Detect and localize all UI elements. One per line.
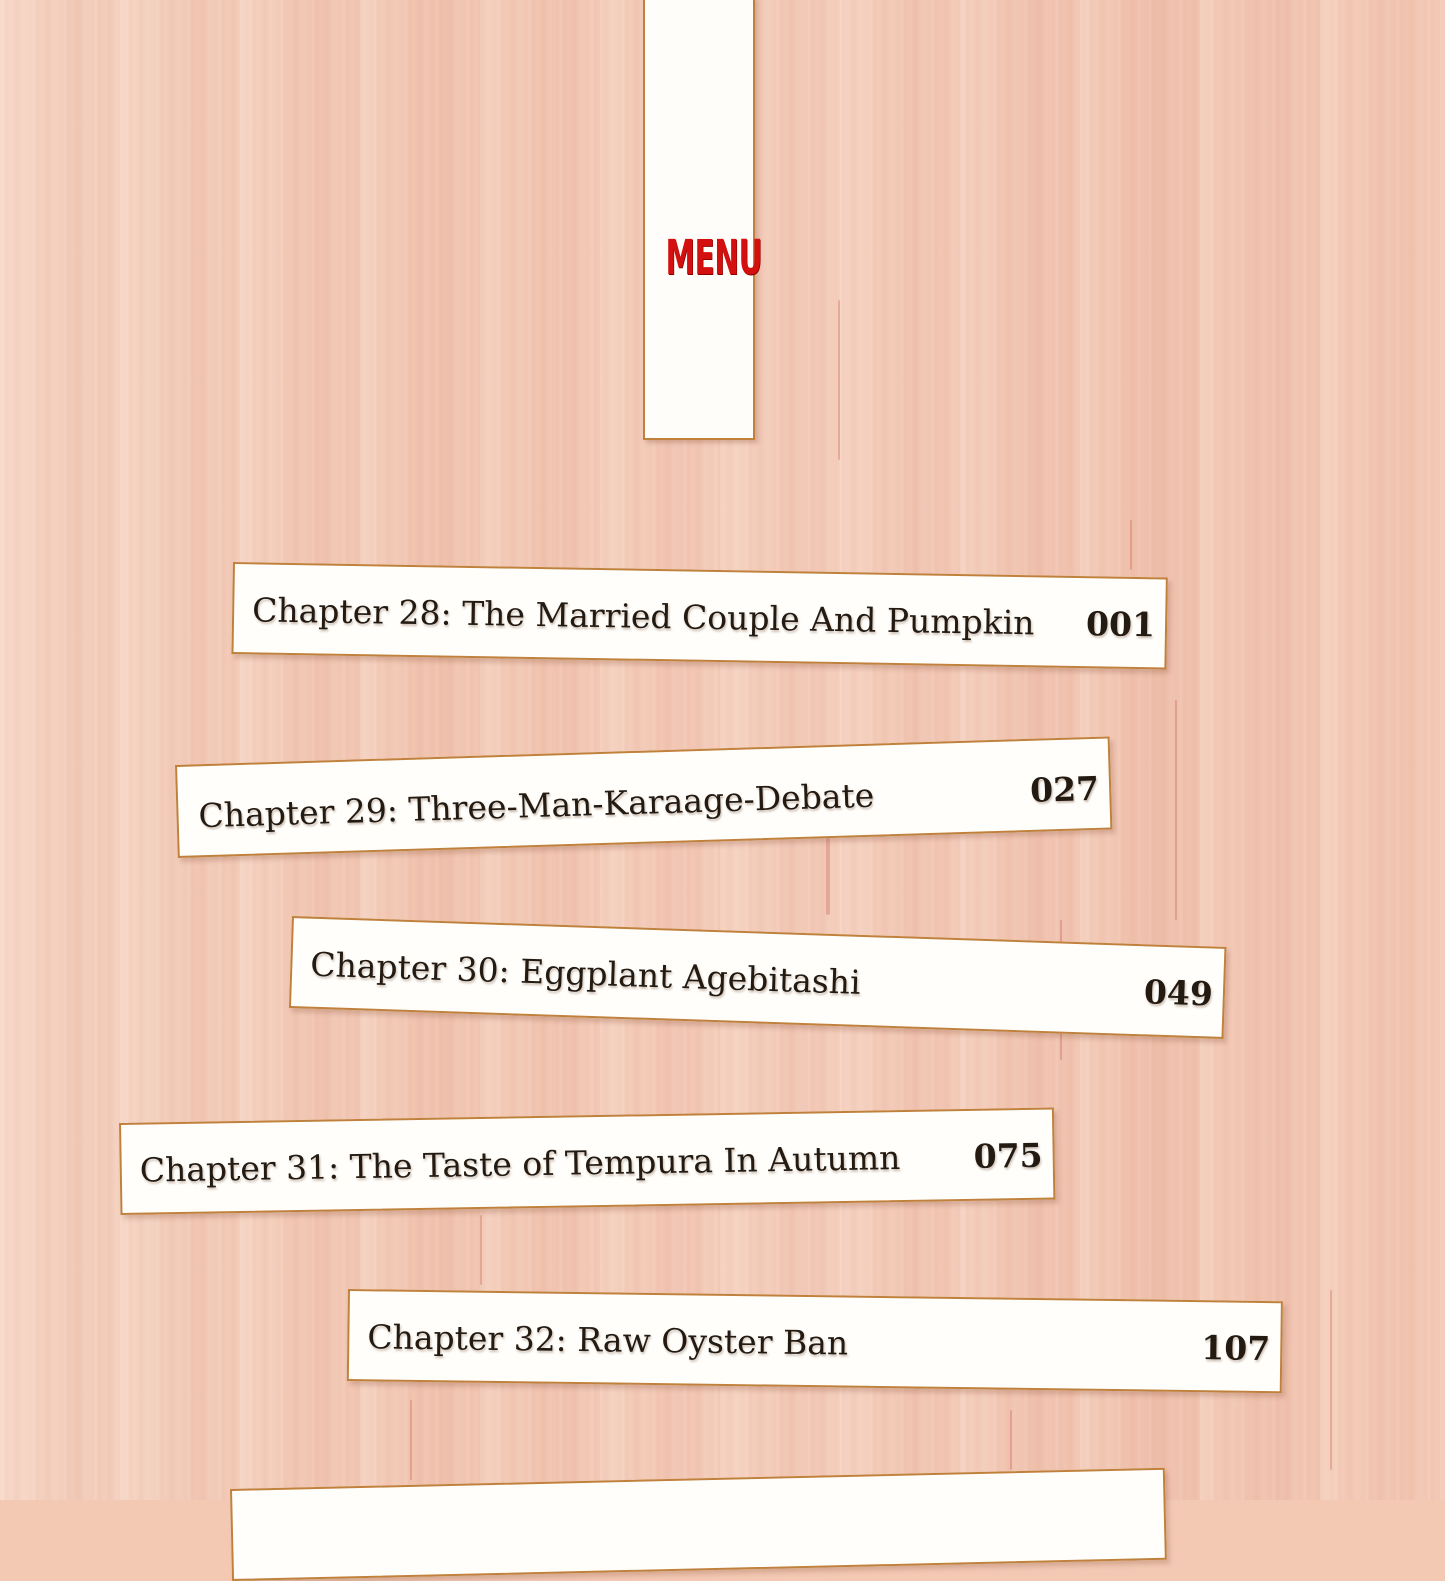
chapter-page-number: 075 bbox=[973, 1135, 1043, 1176]
menu-title: MENU bbox=[665, 230, 763, 286]
chapter-page-number: 001 bbox=[1085, 604, 1156, 645]
wood-grain-streak bbox=[480, 1215, 482, 1285]
chapter-page-number: 027 bbox=[1029, 768, 1100, 810]
chapter-title: Chapter 28: The Married Couple And Pumpk… bbox=[251, 590, 1035, 643]
chapter-entry-32[interactable]: Chapter 32: Raw Oyster Ban 107 bbox=[346, 1289, 1283, 1394]
chapter-entry-31[interactable]: Chapter 31: The Taste of Tempura In Autu… bbox=[119, 1107, 1056, 1215]
wood-grain-streak bbox=[1175, 700, 1177, 920]
chapter-title: Chapter 30: Eggplant Agebitashi bbox=[309, 944, 862, 1002]
wood-grain-streak bbox=[838, 300, 840, 460]
chapter-page-number: 049 bbox=[1143, 972, 1214, 1014]
wood-grain-streak bbox=[410, 1400, 412, 1480]
chapter-entry-28[interactable]: Chapter 28: The Married Couple And Pumpk… bbox=[231, 562, 1168, 670]
wood-grain-streak bbox=[826, 835, 830, 915]
chapter-title: Chapter 32: Raw Oyster Ban bbox=[367, 1317, 849, 1363]
chapter-title: Chapter 31: The Taste of Tempura In Autu… bbox=[139, 1138, 901, 1190]
wood-grain-streak bbox=[1010, 1410, 1012, 1470]
chapter-title: Chapter 29: Three-Man-Karaage-Debate bbox=[197, 775, 875, 836]
chapter-page-number: 107 bbox=[1201, 1328, 1271, 1369]
menu-banner: MENU bbox=[643, 0, 763, 440]
wood-grain-streak bbox=[1330, 1290, 1332, 1470]
wood-grain-streak bbox=[1130, 520, 1132, 570]
